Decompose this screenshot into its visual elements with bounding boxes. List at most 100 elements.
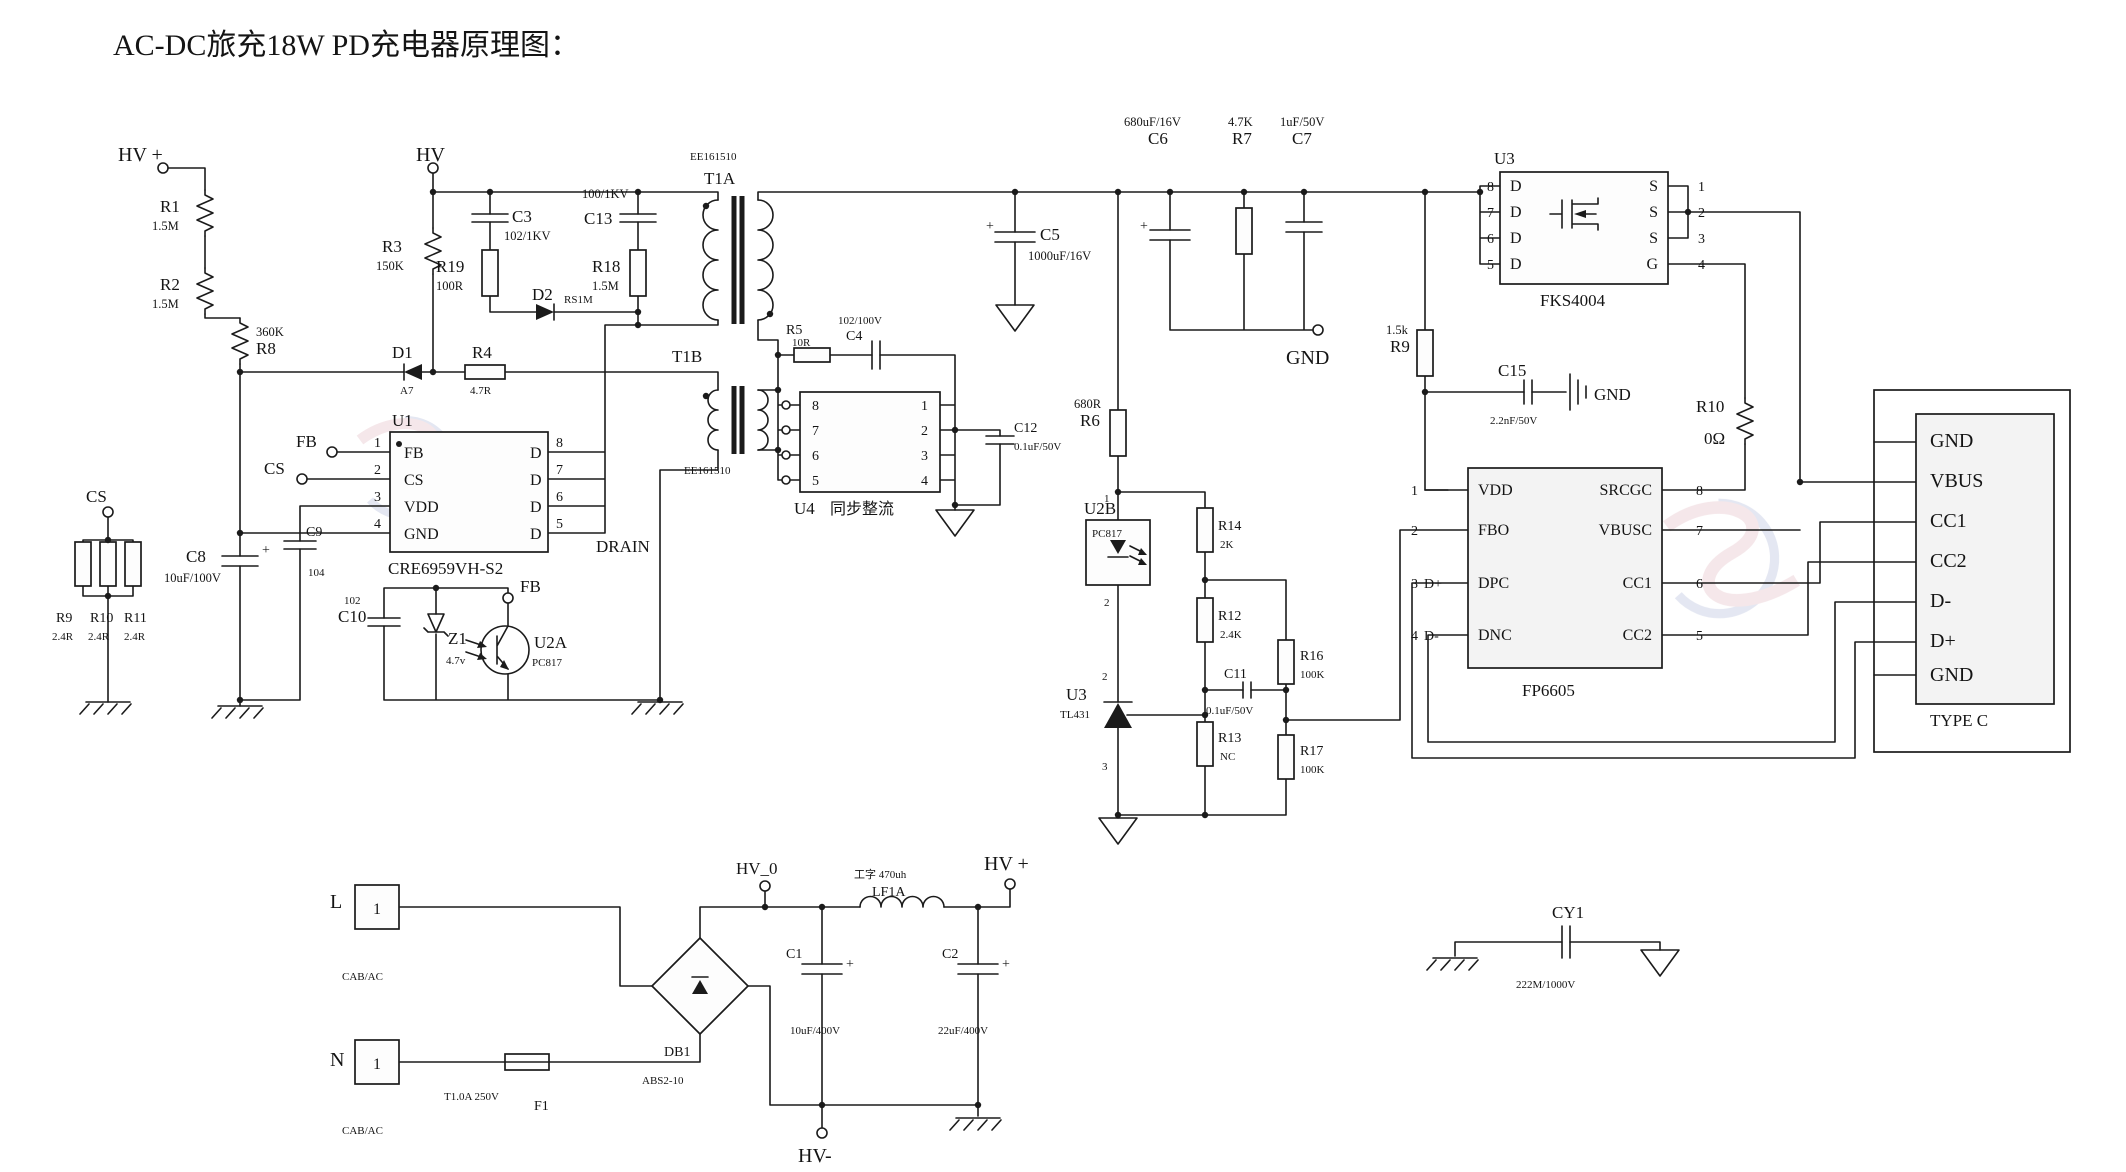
label-C13-val: 100/1KV xyxy=(582,187,629,201)
resistor-R6 xyxy=(1109,409,1127,457)
label-R9s-val: 2.4R xyxy=(52,631,74,643)
label-C12-val: 0.1uF/50V xyxy=(1014,441,1061,453)
ic-U4-body xyxy=(799,391,941,493)
label-U2A-ref: U2A xyxy=(534,633,568,652)
capacitor-C6 xyxy=(1149,229,1191,241)
U3T-pinnum-3: 3 xyxy=(1102,761,1108,773)
U4-pinnum-6: 6 xyxy=(812,449,819,464)
net-hv-plus-top: HV + xyxy=(118,144,163,166)
label-R8-ref: R8 xyxy=(256,339,276,358)
transformer-T1A xyxy=(702,196,774,324)
label-Z1-val: 4.7v xyxy=(446,655,466,667)
U1-pin-D6: D xyxy=(530,499,542,516)
net-hv0: HV_0 xyxy=(736,859,778,878)
label-F1-ref: F1 xyxy=(534,1099,549,1114)
U3F-pin-D2: D xyxy=(1510,204,1522,221)
junction-dots xyxy=(104,188,1804,1109)
pin-circle-U4-6 xyxy=(781,450,791,460)
U1-pin-D7: D xyxy=(530,472,542,489)
label-U3T-part: TL431 xyxy=(1060,709,1090,721)
resistor-R10-0ohm xyxy=(1736,397,1754,445)
U3F-pin-S1: S xyxy=(1649,178,1658,195)
FP-pinnum-1: 1 xyxy=(1411,484,1418,499)
label-R10b-ref: R10 xyxy=(1696,397,1724,416)
label-CY1-ref: CY1 xyxy=(1552,903,1584,922)
label-R19-ref: R19 xyxy=(436,257,464,276)
U3F-pin-G: G xyxy=(1646,256,1658,273)
diode-D2 xyxy=(536,303,555,321)
label-R3-val: 150K xyxy=(376,259,404,273)
label-C5-val: 1000uF/16V xyxy=(1028,249,1091,263)
resistor-R14 xyxy=(1196,507,1214,553)
label-C15-ref: C15 xyxy=(1498,361,1526,380)
label-U1-ref: U1 xyxy=(392,411,413,430)
label-C3-ref: C3 xyxy=(512,207,532,226)
label-C9-ref: C9 xyxy=(306,525,322,540)
ac-pin-N: 1 xyxy=(373,1056,381,1073)
label-R5-ref: R5 xyxy=(786,323,802,338)
typec-row-cc2: CC2 xyxy=(1930,550,1967,572)
FP-net-dplus: D+ xyxy=(1424,577,1442,592)
net-fb-u1: FB xyxy=(296,432,317,451)
label-C4-val: 102/100V xyxy=(838,315,882,327)
typec-shield-outline xyxy=(1873,389,2071,753)
U4-pinnum-4: 4 xyxy=(921,474,928,489)
wires-fks-fp-typec xyxy=(1285,185,1917,759)
FP-pinnum-3: 3 xyxy=(1411,577,1418,592)
label-C11-val: 0.1uF/50V xyxy=(1206,705,1253,717)
ground-triangle-c5 xyxy=(995,304,1035,332)
FP-pin-DNC: DNC xyxy=(1478,627,1512,644)
label-R14-ref: R14 xyxy=(1218,519,1241,534)
terminal-hv xyxy=(427,162,439,174)
label-D2-ref: D2 xyxy=(532,285,553,304)
net-hv-minus: HV- xyxy=(798,1145,832,1167)
terminal-cs-sense xyxy=(102,506,114,518)
ground-triangle-tl431 xyxy=(1098,817,1138,845)
label-R9b-val: 1.5k xyxy=(1386,323,1409,337)
typec-row-cc1: CC1 xyxy=(1930,510,1967,532)
terminal-hv-minus xyxy=(816,1127,828,1139)
label-R12-val: 2.4K xyxy=(1220,629,1242,641)
label-R13-val: NC xyxy=(1220,751,1235,763)
net-gnd-c15: GND xyxy=(1594,385,1631,404)
inductor-LF1A xyxy=(859,895,945,908)
capacitor-C5 xyxy=(994,231,1036,243)
wires-primary-left xyxy=(82,167,391,707)
shunt-regulator-TL431 xyxy=(1103,701,1133,728)
label-U4-ref: U4 xyxy=(794,499,815,518)
label-D1-val: A7 xyxy=(400,385,414,397)
U1-pin-VDD: VDD xyxy=(404,499,439,516)
label-C10-val: 102 xyxy=(344,595,361,607)
label-R13-ref: R13 xyxy=(1218,731,1241,746)
typec-row-gnd1: GND xyxy=(1930,430,1973,452)
U3F-pinnum-7: 7 xyxy=(1487,206,1494,221)
label-U2A-part: PC817 xyxy=(532,657,562,669)
U4-pinnum-3: 3 xyxy=(921,449,928,464)
capacitor-C4 xyxy=(871,340,881,370)
label-C12-ref: C12 xyxy=(1014,421,1037,436)
U1-pin-CS: CS xyxy=(404,472,424,489)
wires-ac-input xyxy=(399,888,1661,1129)
label-T1B-part: EE161510 xyxy=(684,465,731,477)
label-R3-ref: R3 xyxy=(382,237,402,256)
label-T1A-ref: T1A xyxy=(704,169,736,188)
FP-pin-FBO: FBO xyxy=(1478,522,1509,539)
label-C8-ref: C8 xyxy=(186,547,206,566)
FP-pinnum-8: 8 xyxy=(1696,484,1703,499)
resistor-R17 xyxy=(1277,734,1295,780)
net-cs-term: CS xyxy=(86,487,107,506)
label-C6-val: 680uF/16V xyxy=(1124,115,1181,129)
capacitor-C10 xyxy=(367,617,401,627)
capacitor-C15 xyxy=(1523,379,1533,405)
U2B-pinnum-1: 1 xyxy=(1104,493,1110,505)
optocoupler-U2A xyxy=(465,625,530,675)
label-LF1A-ref: LF1A xyxy=(872,885,906,900)
terminal-block-L xyxy=(354,884,400,930)
FP-net-dminus: D- xyxy=(1424,629,1439,644)
label-T1B-ref: T1B xyxy=(672,347,702,366)
C5-plus: + xyxy=(986,219,994,234)
resistor-R11-sense xyxy=(124,541,142,587)
label-FP6605-part: FP6605 xyxy=(1522,681,1575,700)
capacitor-C7 xyxy=(1285,221,1323,233)
fuse-F1 xyxy=(504,1053,550,1071)
